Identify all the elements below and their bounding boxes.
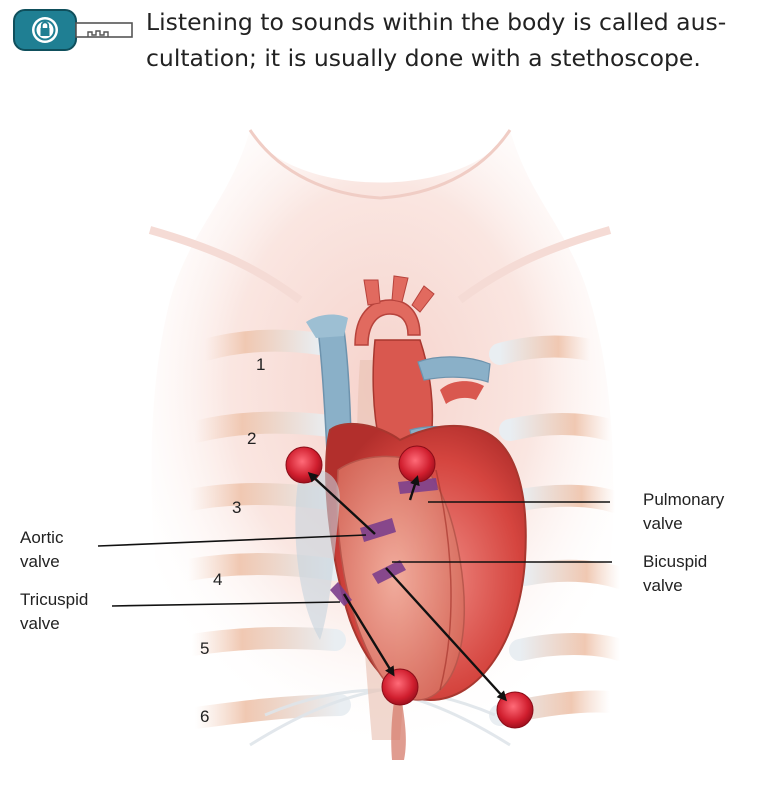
rib-number-2: 2 [247,429,256,448]
rib-number-4: 4 [213,570,222,589]
tricuspid-valve-label-line2: valve [20,614,60,633]
pulmonary-valve-label-line2: valve [643,514,683,533]
pulmonic-area-point [399,446,435,482]
tricuspid-area-point [382,669,418,705]
aortic-valve-label-line2: valve [20,552,60,571]
aortic-valve-label-line1: Aortic [20,528,64,547]
rib-number-1: 1 [256,355,265,374]
pulmonary-valve-label-line1: Pulmonary [643,490,725,509]
rib-number-3: 3 [232,498,241,517]
bicuspid-valve-label-line1: Bicuspid [643,552,707,571]
bicuspid-valve-label-line2: valve [643,576,683,595]
rib-number-5: 5 [200,639,209,658]
aortic-area-point [286,447,322,483]
tricuspid-valve-label-line1: Tricuspid [20,590,88,609]
rib-number-6: 6 [200,707,209,726]
